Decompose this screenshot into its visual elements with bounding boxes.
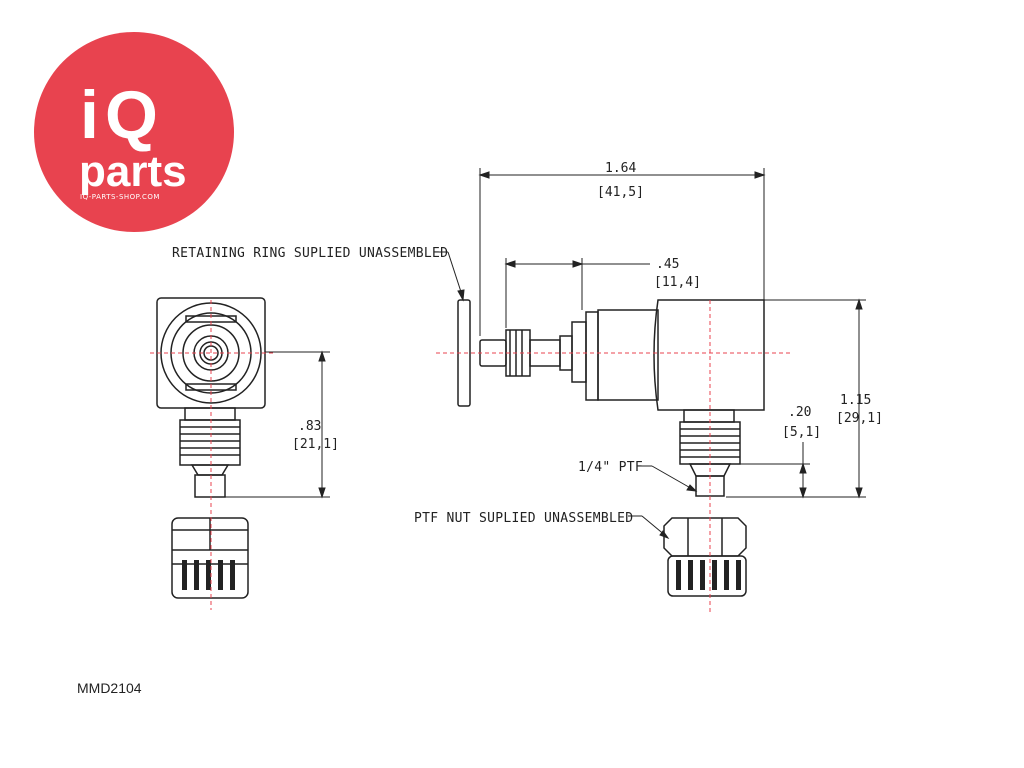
stem-length-inch: .45 [656,257,679,272]
part-code: MMD2104 [77,680,142,696]
ptf-nut-leader [628,515,670,540]
side-view [457,299,765,597]
side-height-mm: [21,1] [292,437,339,452]
thread-height-mm: [5,1] [782,425,821,440]
side-view-centerline [436,300,792,612]
logo-url: IQ-PARTS-SHOP.COM [80,193,160,201]
retaining-ring-leader [436,251,465,302]
overall-height-mm: [29,1] [836,411,883,426]
retaining-ring-callout: RETAINING RING SUPLIED UNASSEMBLED [172,246,448,261]
overall-length-mm: [41,5] [597,185,644,200]
logo-letter-i: i [80,77,99,153]
overall-height-dimension [726,298,866,499]
side-view-nut-ribs [676,560,741,590]
ptf-nut-callout: PTF NUT SUPLIED UNASSEMBLED [414,511,633,526]
stem-length-mm: [11,4] [654,275,701,290]
overall-length-inch: 1.64 [605,161,636,176]
overall-length-dimension [478,168,766,336]
logo-letter-q: Q [105,77,158,153]
end-view-centerline [150,300,275,610]
overall-height-inch: 1.15 [840,393,871,408]
thread-height-dimension [734,442,810,499]
thread-leader [638,465,698,492]
side-height-inch: .83 [298,419,321,434]
end-view-nut-ribs [182,560,235,590]
logo-parts: parts [79,147,187,196]
side-height-dimension [225,350,330,499]
brand-logo: i Q parts IQ-PARTS-SHOP.COM [34,32,234,232]
thread-height-inch: .20 [788,405,811,420]
thread-callout: 1/4" PTF [578,460,643,475]
stem-length-dimension [504,258,650,328]
